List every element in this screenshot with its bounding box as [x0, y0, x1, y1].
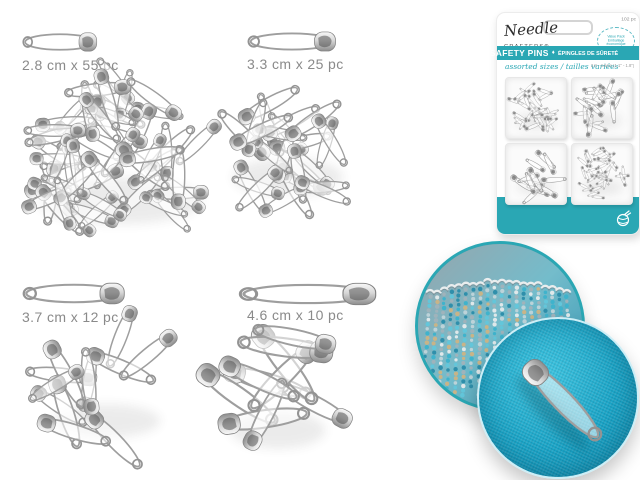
size-group-2-8cm: 2.8 cm x 55 pc: [18, 26, 233, 256]
fabric-pin-illustration: [516, 354, 609, 451]
size-group-3-3cm: 3.3 cm x 25 pc: [213, 26, 376, 246]
size-count-label: 3.7 cm x 12 pc: [22, 309, 119, 325]
pin-pile-photo: [191, 318, 357, 454]
size-group-4-6cm: 4.6 cm x 10 pc: [191, 276, 380, 480]
blister-compartment: [505, 77, 567, 139]
pin-pile-photo: [24, 302, 181, 475]
blister-compartment: [505, 143, 567, 206]
subtitle-row: assorted sizes / tailles variées 2.8 - 4…: [497, 62, 639, 74]
diamond-separator-icon: ♦: [551, 50, 555, 56]
reference-pin-photo: [22, 31, 98, 53]
size-group-3-7cm: 3.7 cm x 12 pc: [18, 276, 238, 476]
title-en: SAFETY PINS: [489, 48, 549, 58]
hang-hole: [543, 20, 593, 35]
yarn-ball-icon: [616, 210, 632, 227]
reference-pin-photo: [238, 281, 378, 307]
size-count-label: 2.8 cm x 55 pc: [22, 57, 119, 73]
title-banner: SAFETY PINS ♦ ÉPINGLES DE SÛRETÉ: [490, 46, 639, 60]
blister-compartment: [571, 143, 633, 205]
pin-pile-photo: [213, 80, 354, 223]
size-count-label: 3.3 cm x 25 pc: [247, 56, 344, 72]
pinned-fabric-photo: [477, 317, 639, 479]
brand-name-script: Needle: [503, 18, 559, 40]
pin-pile-photo: [19, 54, 225, 240]
size-count-label: 4.6 cm x 10 pc: [247, 307, 344, 323]
blister-compartment: [571, 77, 633, 139]
piece-count: 102 pc: [621, 17, 636, 22]
subtitle-script: assorted sizes / tailles variées: [505, 62, 619, 71]
size-range-text: 2.8 - 4.6cm (1.1" - 1.8"): [590, 64, 634, 69]
reference-pin-photo: [22, 282, 126, 305]
beaded-pins-photo: [415, 241, 585, 411]
title-fr: ÉPINGLES DE SÛRETÉ: [557, 49, 618, 57]
reference-pin-photo: [247, 30, 337, 53]
package-card: Needle CRAFTERS® 102 pc Value Pack Embal…: [490, 12, 640, 235]
value-pack-text: Value Pack Emballage économique: [606, 35, 626, 47]
